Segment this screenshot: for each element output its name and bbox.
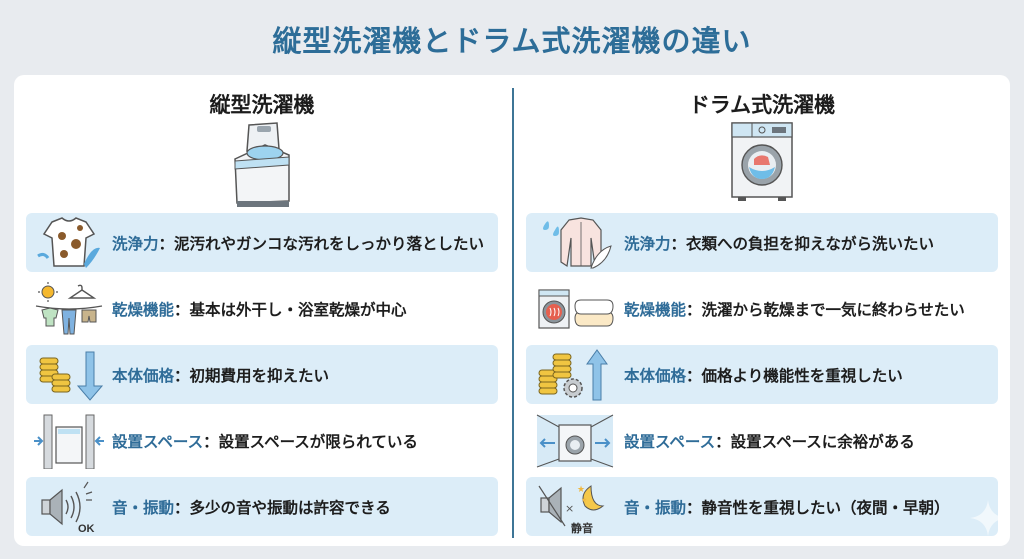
row-label: 乾燥機能 (112, 300, 175, 319)
row-noise: × ★ ★ 静音 音・振動：静音性を重視したい（夜間・早朝） (526, 477, 998, 536)
row-label: 洗浄力 (624, 234, 671, 253)
row-drying: 乾燥機能：洗濯から乾燥まで一気に終わらせたい (526, 279, 998, 338)
muted-speaker-moon-icon: × ★ ★ 静音 (526, 479, 624, 535)
row-description: 衣類への負担を抑えながら洗いたい (686, 234, 935, 253)
coins-arrow-down-icon (26, 347, 112, 403)
row-price: 本体価格：初期費用を抑えたい (26, 345, 498, 404)
front-load-drum-washer-icon (526, 121, 998, 213)
svg-text:★: ★ (577, 485, 585, 495)
row-description: 泥汚れやガンコな汚れをしっかり落としたい (174, 234, 485, 253)
svg-text:静音: 静音 (571, 521, 593, 534)
row-description: 多少の音や振動は許容できる (189, 498, 391, 517)
row-description: 基本は外干し・浴室乾燥が中心 (189, 300, 407, 319)
wide-space-washer-icon (526, 413, 624, 469)
column-heading: ドラム式洗濯機 (688, 93, 836, 117)
page-title: 縦型洗濯機とドラム式洗濯機の違い (272, 24, 752, 58)
stained-shirt-splash-icon (26, 215, 112, 271)
row-description: 初期費用を抑えたい (189, 366, 330, 385)
drum-washer-column: ドラム式洗濯機 洗浄力：衣 (526, 75, 998, 543)
row-noise: OK 音・振動：多少の音や振動は許容できる (26, 477, 498, 536)
row-label: 設置スペース (112, 432, 204, 451)
row-description: 設置スペースに余裕がある (730, 432, 915, 451)
row-cleaning: 洗浄力：泥汚れやガンコな汚れをしっかり落としたい (26, 213, 498, 272)
row-label: 乾燥機能 (624, 300, 687, 319)
row-label: 本体価格 (624, 366, 687, 385)
row-description: 洗濯から乾燥まで一気に終わらせたい (701, 300, 965, 319)
row-price: 本体価格：価格より機能性を重視したい (526, 345, 998, 404)
row-label: 洗浄力 (112, 234, 159, 253)
sparkle-watermark-icon (970, 500, 1006, 536)
row-label: 音・振動 (624, 498, 687, 517)
sun-hanger-clothesline-icon (26, 281, 112, 337)
column-divider (512, 88, 514, 538)
dryer-towels-icon (526, 281, 624, 337)
svg-text:★: ★ (581, 496, 587, 504)
svg-text:OK: OK (78, 523, 95, 534)
speaker-ok-icon: OK (26, 479, 112, 535)
row-label: 設置スペース (624, 432, 716, 451)
row-description: 設置スペースが限られている (218, 432, 418, 451)
row-drying: 乾燥機能：基本は外干し・浴室乾燥が中心 (26, 279, 498, 338)
row-label: 本体価格 (112, 366, 175, 385)
vertical-washer-column: 縦型洗濯機 洗浄力：泥汚れやガンコな汚れをしっかり落としたい (26, 75, 498, 543)
row-description: 静音性を重視したい（夜間・早朝） (701, 498, 950, 517)
narrow-space-washer-icon (26, 413, 112, 469)
svg-text:×: × (565, 502, 574, 515)
row-space: 設置スペース：設置スペースに余裕がある (526, 411, 998, 470)
row-space: 設置スペース：設置スペースが限られている (26, 411, 498, 470)
column-heading: 縦型洗濯機 (209, 93, 315, 117)
row-description: 価格より機能性を重視したい (701, 366, 903, 385)
row-label: 音・振動 (112, 498, 175, 517)
shirt-feather-drops-icon (526, 215, 624, 271)
coins-gear-arrow-up-icon (526, 347, 624, 403)
row-cleaning: 洗浄力：衣類への負担を抑えながら洗いたい (526, 213, 998, 272)
top-load-washer-icon (26, 121, 498, 213)
